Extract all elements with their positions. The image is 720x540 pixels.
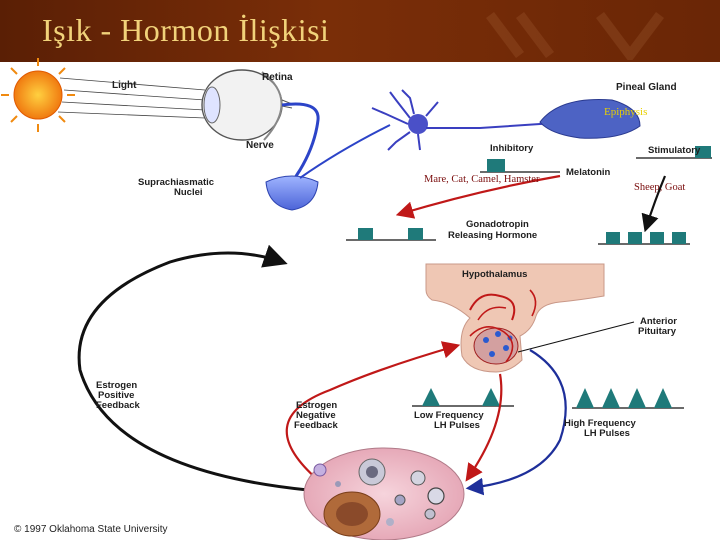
gnrh-label-line2: Releasing Hormone	[448, 230, 538, 241]
estrogen-negative-line1: Estrogen	[296, 400, 338, 411]
neuron-icon	[371, 89, 581, 151]
species-stimulatory-label: Sheep, Goat	[634, 182, 686, 193]
species-inhibitory-label: Mare, Cat, Camel, Hamster	[424, 174, 540, 185]
gnrh-high-pulses	[598, 232, 690, 245]
melatonin-pulse	[480, 159, 560, 173]
scn-neuron-pathway	[299, 124, 391, 179]
pineal-gland-label: Pineal Gland	[616, 82, 677, 93]
gnrh-low-pulses	[346, 228, 436, 241]
header-watermark	[486, 12, 664, 60]
gnrh-label-line1: Gonadotropin	[466, 219, 529, 230]
melatonin-label: Melatonin	[566, 167, 611, 178]
scn-label-line2: Nuclei	[174, 187, 203, 198]
anterior-pituitary-label-line2: Pituitary	[638, 326, 677, 337]
stimulatory-arrow	[641, 175, 667, 233]
high-frequency-label-line2: LH Pulses	[584, 428, 630, 439]
estrogen-negative-line3: Feedback	[294, 420, 338, 431]
estrogen-negative-line2: Negative	[296, 410, 336, 421]
stimulatory-label: Stimulatory	[648, 145, 701, 156]
high-frequency-label-line1: High Frequency	[564, 418, 636, 429]
estrogen-positive-line2: Positive	[98, 390, 135, 401]
low-frequency-label-line1: Low Frequency	[414, 410, 484, 421]
nerve-label: Nerve	[246, 140, 274, 151]
estrogen-positive-line1: Estrogen	[96, 380, 138, 391]
low-frequency-lh-pulses	[412, 388, 514, 407]
ovary-icon	[303, 447, 465, 540]
estrogen-positive-loop	[77, 244, 309, 492]
title-bar	[0, 0, 720, 62]
light-rays	[57, 77, 206, 119]
inhibitory-arrow	[395, 174, 561, 219]
hypothalamus-label: Hypothalamus	[462, 269, 528, 280]
estrogen-positive-line3: Feedback	[96, 400, 140, 411]
high-frequency-lh-pulses	[572, 388, 684, 409]
low-lh-arrow	[465, 373, 503, 482]
pineal-gland	[539, 99, 641, 139]
slide-title: Işık - Hormon İlişkisi	[42, 12, 330, 48]
light-label: Light	[112, 80, 137, 91]
retina-label: Retina	[262, 72, 293, 83]
sun-icon	[1, 58, 75, 132]
eye-icon	[201, 69, 293, 141]
estrogen-negative-loop	[285, 341, 461, 481]
inhibitory-label: Inhibitory	[490, 143, 534, 154]
low-frequency-label-line2: LH Pulses	[434, 420, 480, 431]
anterior-pituitary-label-line1: Anterior	[640, 316, 677, 327]
anterior-pituitary-pointer	[517, 321, 635, 353]
copyright-notice: © 1997 Oklahoma State University	[14, 524, 168, 535]
suprachiasmatic-nuclei	[265, 175, 319, 211]
scn-label-line1: Suprachiasmatic	[138, 177, 215, 188]
hypothalamus-pituitary	[425, 263, 605, 373]
epiphysis-label: Epiphysis	[604, 106, 648, 118]
high-lh-arrow	[465, 349, 567, 496]
stimulatory-pulse	[636, 146, 712, 159]
